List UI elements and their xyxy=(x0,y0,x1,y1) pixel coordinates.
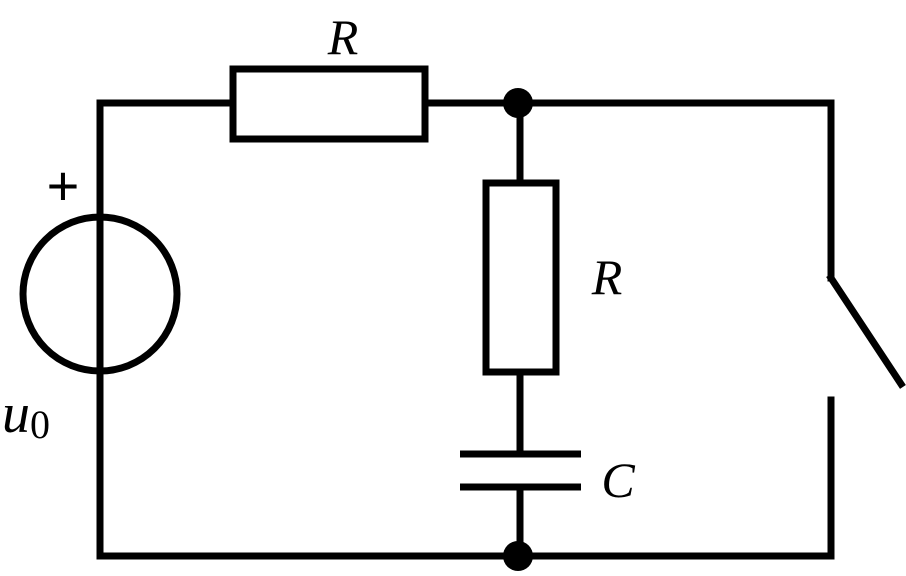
source-label: u0 xyxy=(2,383,50,447)
junction-top xyxy=(503,88,533,118)
top-resistor-label: R xyxy=(327,9,359,65)
source-label-subscript: 0 xyxy=(30,402,50,447)
source-label-name: u xyxy=(2,383,30,445)
capacitor-label: C xyxy=(601,452,635,508)
top-resistor xyxy=(229,65,429,143)
middle-resistor xyxy=(482,179,560,376)
junction-bottom xyxy=(503,541,533,571)
source-polarity-plus: + xyxy=(47,154,80,217)
middle-resistor-label: R xyxy=(591,249,623,305)
switch-blade xyxy=(826,273,906,389)
voltage-source xyxy=(19,213,181,375)
